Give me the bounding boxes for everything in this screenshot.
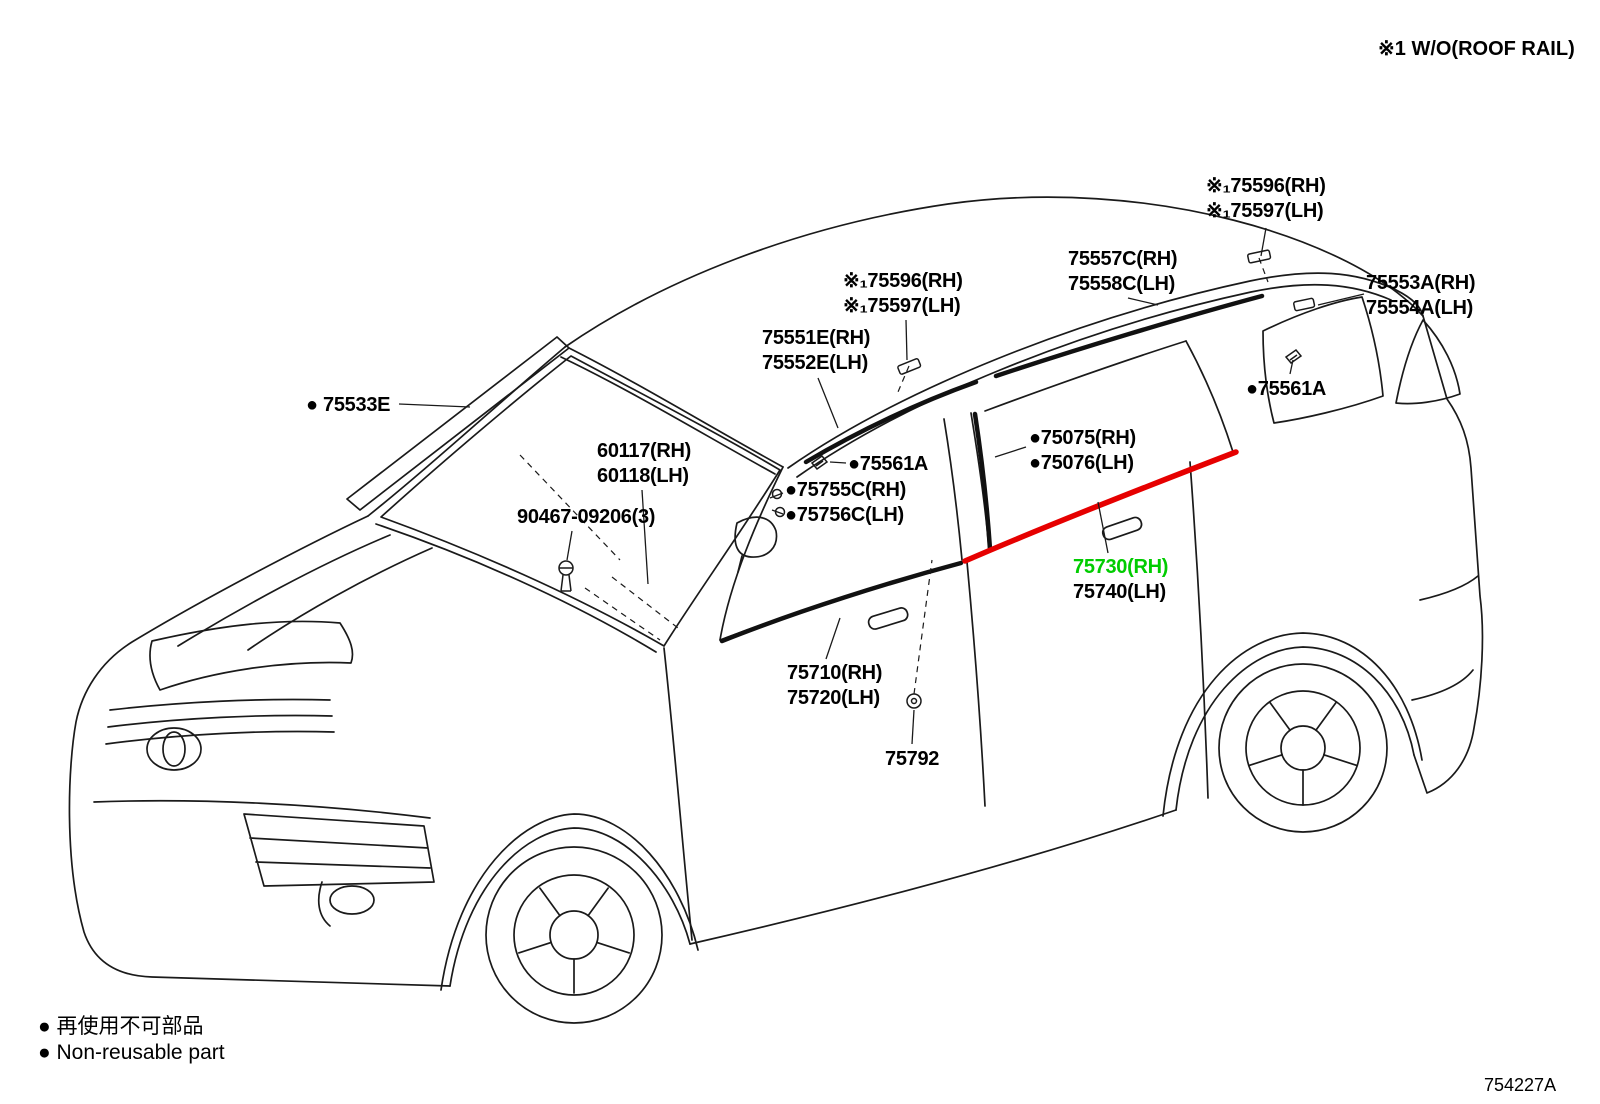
label-pillar-moulding: ●75075(RH) ●75076(LH) xyxy=(1029,426,1136,476)
part-number-75710-rh[interactable]: 75710(RH) xyxy=(787,662,883,684)
label-roof-moulding-front: 75551E(RH) 75552E(LH) xyxy=(762,326,870,376)
screw-90467-glyph xyxy=(558,560,574,592)
part-number-75596-rh-2[interactable]: ※₁75596(RH) xyxy=(843,270,963,292)
label-roof-clip-rear: ※₁75596(RH) ※₁75597(LH) xyxy=(1206,174,1326,224)
part-number-75596-rh[interactable]: ※₁75596(RH) xyxy=(1206,175,1326,197)
part-number-75558c-lh[interactable]: 75558C(LH) xyxy=(1068,273,1176,295)
b-pillar-moulding xyxy=(972,411,993,552)
clip-75561a-rear-glyph xyxy=(1284,348,1303,365)
part-number-75076-lh[interactable]: ●75076(LH) xyxy=(1029,452,1134,474)
label-belt-moulding-front: 75710(RH) 75720(LH) xyxy=(787,661,882,711)
construction-lines xyxy=(519,257,1269,695)
part-number-75561a-rear[interactable]: ●75561A xyxy=(1246,378,1327,400)
roof-clip-front-glyph xyxy=(897,358,922,375)
part-number-75740-lh[interactable]: 75740(LH) xyxy=(1073,581,1166,603)
part-number-75597-lh[interactable]: ※₁75597(LH) xyxy=(1206,200,1324,222)
part-number-75551e-rh[interactable]: 75551E(RH) xyxy=(762,327,871,349)
part-number-75792[interactable]: 75792 xyxy=(885,748,940,770)
part-number-90467[interactable]: 90467-09206(3) xyxy=(517,506,656,528)
part-number-75597-lh-2[interactable]: ※₁75597(LH) xyxy=(843,295,961,317)
roof-drip-moulding-rear xyxy=(993,293,1265,379)
part-number-75756c-lh[interactable]: ●75756C(LH) xyxy=(785,504,904,526)
vehicle-line-art xyxy=(68,196,1484,1024)
label-screw-90467: 90467-09206(3) xyxy=(517,505,655,530)
label-windshield-moulding: ● 75533E xyxy=(306,393,391,418)
part-number-60118-lh[interactable]: 60118(LH) xyxy=(597,465,689,487)
moulding-strips xyxy=(719,293,1265,644)
roof-drip-moulding-front xyxy=(803,379,979,465)
roof-clip-rear-glyph xyxy=(1247,249,1272,264)
part-number-75557c-rh[interactable]: 75557C(RH) xyxy=(1068,248,1178,270)
highlighted-belt-moulding-75730[interactable] xyxy=(962,449,1239,564)
front-door-belt-moulding xyxy=(719,560,964,644)
leader-lines xyxy=(398,227,1365,745)
part-number-75533e[interactable]: ● 75533E xyxy=(306,394,391,416)
legend-line-jp: ● 再使用不可部品 xyxy=(38,1015,204,1038)
label-clip-75792: 75792 xyxy=(885,747,939,772)
label-cowl-clip: ●75755C(RH) ●75756C(LH) xyxy=(785,478,906,528)
label-windshield-glass: 60117(RH) 60118(LH) xyxy=(597,439,691,489)
non-reusable-legend: ● 再使用不可部品 ● Non-reusable part xyxy=(38,1014,225,1066)
part-number-75075-rh[interactable]: ●75075(RH) xyxy=(1029,427,1136,449)
label-belt-moulding-rear: 75730(RH) 75740(LH) xyxy=(1073,555,1168,605)
part-number-75561a-front[interactable]: ●75561A xyxy=(848,453,929,475)
label-clip-75561a-rear: ●75561A xyxy=(1246,377,1326,402)
part-number-75720-lh[interactable]: 75720(LH) xyxy=(787,687,880,709)
clip-75792-glyph xyxy=(906,693,922,709)
part-number-75730-rh-selected[interactable]: 75730(RH) xyxy=(1073,556,1169,578)
legend-line-en: ● Non-reusable part xyxy=(38,1041,225,1064)
part-number-75553a-rh[interactable]: 75553A(RH) xyxy=(1366,272,1476,294)
part-number-75554a-lh[interactable]: 75554A(LH) xyxy=(1366,297,1474,319)
part-number-60117-rh[interactable]: 60117(RH) xyxy=(597,440,692,462)
part-number-75755c-rh[interactable]: ●75755C(RH) xyxy=(785,479,907,501)
label-roof-rail-clip-rear: 75553A(RH) 75554A(LH) xyxy=(1366,271,1476,321)
part-number-75552e-lh[interactable]: 75552E(LH) xyxy=(762,352,868,374)
label-clip-75561a-front: ●75561A xyxy=(848,452,928,477)
roof-rail-note: ※1 W/O(ROOF RAIL) xyxy=(1378,38,1575,60)
label-roof-clip-front: ※₁75596(RH) ※₁75597(LH) xyxy=(843,269,963,319)
label-roof-moulding-rear: 75557C(RH) 75558C(LH) xyxy=(1068,247,1178,297)
roof-rail-clip-glyph xyxy=(1293,297,1316,312)
clip-75561a-front-glyph xyxy=(810,454,829,471)
diagram-code: 754227A xyxy=(1484,1075,1557,1095)
